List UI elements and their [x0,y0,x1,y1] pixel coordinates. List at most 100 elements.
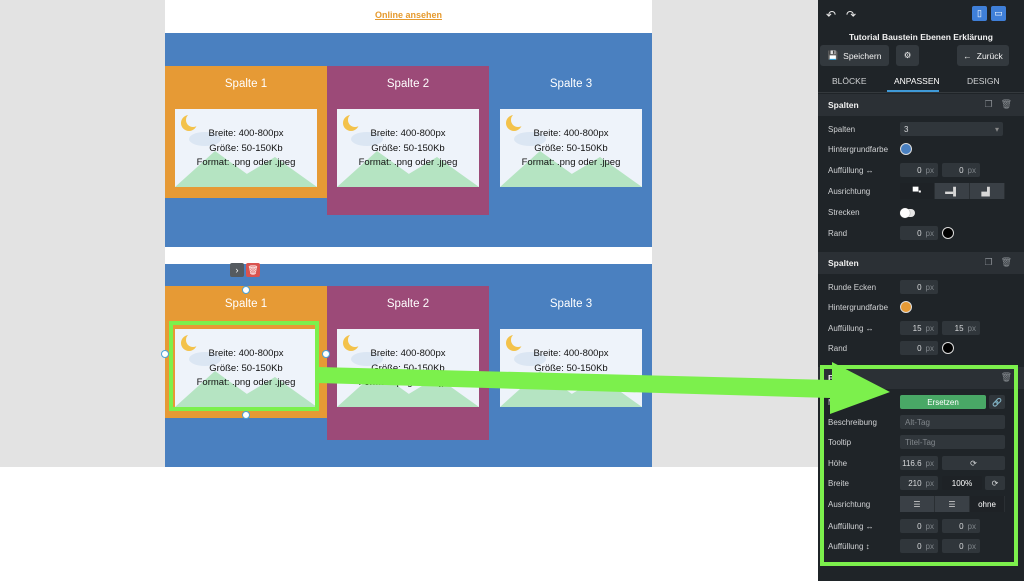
reset-width-icon[interactable]: ⟳ [985,476,1005,490]
image-line: Größe: 50-150Kb [209,142,283,154]
mobile-view-icon[interactable]: ▯ [972,6,987,21]
resize-handle-bottom[interactable] [242,411,250,419]
back-button[interactable]: ←Zurück [957,45,1009,66]
align-none-option[interactable]: ohne [970,496,1005,512]
align-right-icon[interactable]: ☰ [935,496,970,512]
resize-handle-left[interactable] [161,350,169,358]
landscape-image-icon [175,113,317,187]
editor-canvas: Online ansehen Spalte 1 Breite: 400-800p… [0,0,818,467]
align-left-icon[interactable]: ☰ [900,496,935,512]
tab-blocks[interactable]: BLÖCKE [832,76,867,86]
image-line: Breite: 400-800px [208,128,284,139]
trash-icon[interactable]: 🗑 [1000,99,1012,109]
field-value: 210 [908,478,922,488]
trash-icon[interactable]: 🗑 [1000,257,1012,267]
column-title: Spalte 1 [224,78,268,90]
resize-handle-right[interactable] [322,350,330,358]
settings-button[interactable]: ⚙ [896,45,919,66]
label-height: Höhe [828,459,848,468]
replace-media-button[interactable]: Ersetzen [900,395,986,409]
save-button[interactable]: 💾Speichern [820,45,889,66]
copy-icon[interactable]: ❐ [984,257,993,267]
image-line: Format: .png oder .jpeg [196,377,296,388]
border-color-swatch[interactable] [942,342,954,354]
resize-handle-top[interactable] [242,286,250,294]
tab-design[interactable]: DESIGN [967,76,1000,86]
undo-icon[interactable]: ↶ [826,8,837,22]
desktop-view-icon[interactable]: ▭ [991,6,1006,21]
border-color-swatch[interactable] [942,227,954,239]
label-padding-horizontal: Auffüllung ↔ [828,522,874,531]
align-left-icon[interactable]: ▀▪ [900,183,935,199]
unit-label: px [925,343,934,353]
tab-customize[interactable]: ANPASSEN [894,76,940,86]
online-view-link[interactable]: Online ansehen [374,10,443,20]
image-line: Format: .png oder .jpeg [358,377,458,388]
section-title: Spalten [828,258,859,268]
title-tag-input[interactable]: Titel-Tag [900,435,1005,449]
image-line: Breite: 400-800px [370,128,446,139]
unit-label: px [925,478,934,488]
align-center-icon[interactable]: ▬▌ [935,183,970,199]
bg-color-swatch[interactable] [900,301,912,313]
copy-icon[interactable]: ❐ [984,99,993,109]
image-section-highlight [820,365,1018,566]
alt-tag-input[interactable]: Alt-Tag [900,415,1005,429]
field-value: 15 [954,323,964,333]
image-line: Breite: 400-800px [533,348,609,359]
image-line: Größe: 50-150Kb [209,362,283,374]
image-alignment-segmented[interactable]: ☰ ☰ ohne [900,496,1005,512]
chevron-right-icon[interactable]: › [230,263,244,277]
section-columns-header[interactable]: Spalten ❐ 🗑 [818,94,1024,116]
image-line: Format: .png oder .jpeg [521,157,621,168]
trash-icon[interactable]: 🗑 [1000,372,1012,382]
redo-icon[interactable]: ↷ [846,8,857,22]
link-icon[interactable]: 🔗 [989,395,1005,409]
width-percent-toggle[interactable]: 100% [942,476,982,490]
alignment-segmented[interactable]: ▀▪ ▬▌ ▄▌ [900,183,1005,199]
stretch-toggle[interactable] [900,208,915,218]
align-right-icon[interactable]: ▄▌ [970,183,1005,199]
section-column-header[interactable]: Spalten ❐ 🗑 [818,252,1024,274]
label-bg-color: Hintergrundfarbe [828,145,889,154]
element-toolbar: › 🗑 [230,263,260,277]
unit-label: px [925,228,934,238]
label-image-alignment: Ausrichtung [828,500,871,509]
section-title: Spalten [828,100,859,110]
trash-icon[interactable]: 🗑 [246,263,260,277]
image-line: Breite: 400-800px [370,348,446,359]
field-value: 0 [959,521,964,531]
columns-count-select[interactable]: 3▾ [900,122,1003,136]
bg-color-swatch[interactable] [900,143,912,155]
image-line: Format: .png oder .jpeg [196,157,296,168]
reset-height-icon[interactable]: ⟳ [942,456,1005,470]
arrow-left-icon: ← [963,50,972,61]
gear-icon: ⚙ [903,50,912,60]
